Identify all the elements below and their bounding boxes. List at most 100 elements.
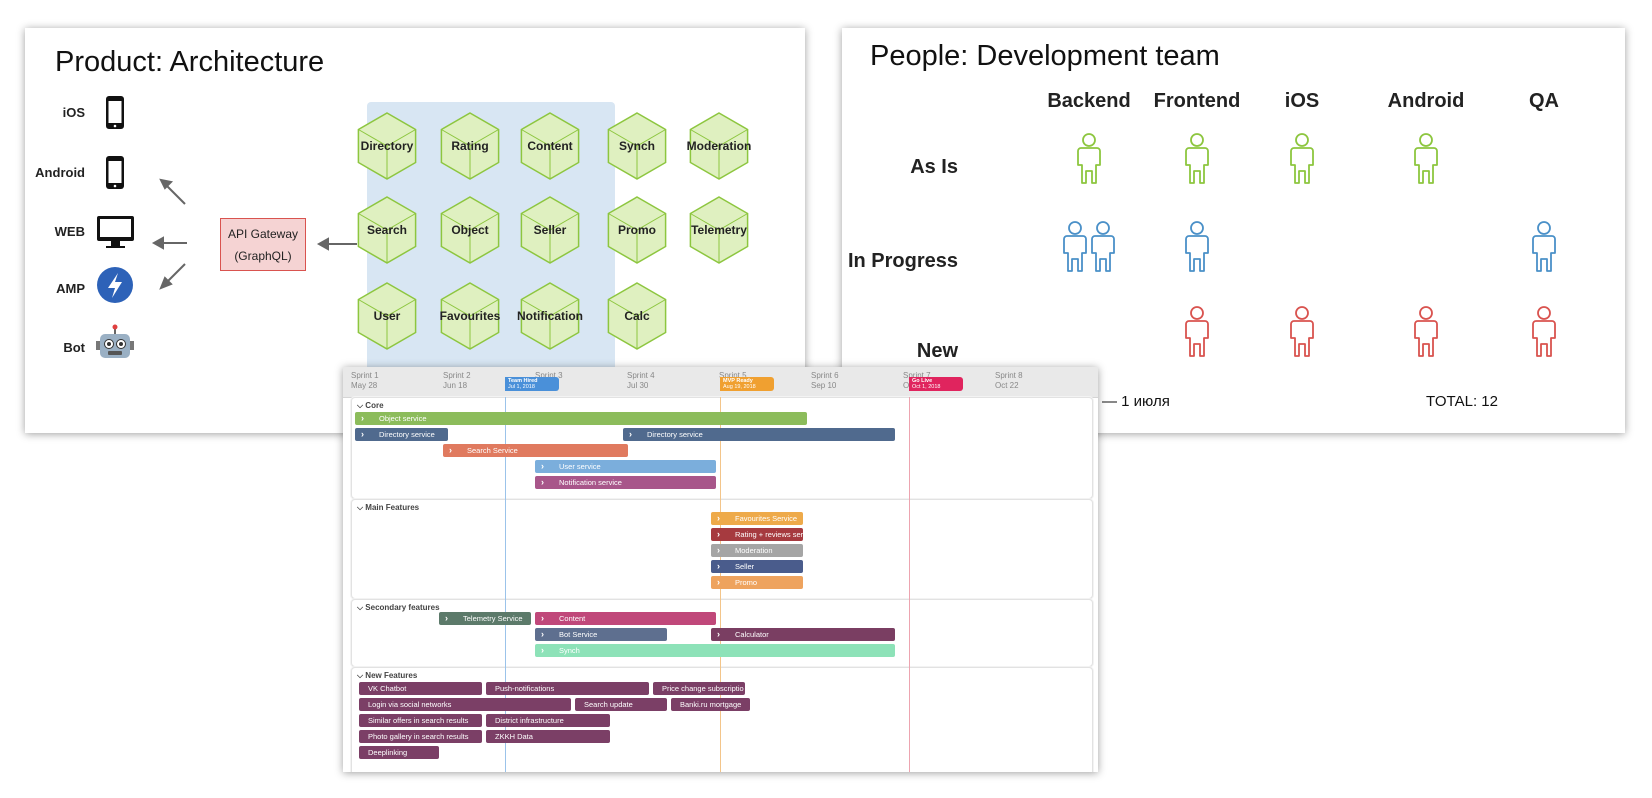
person-icon — [1183, 306, 1211, 363]
person-icon — [1288, 133, 1316, 190]
task-favourites-service[interactable]: ›Favourites Service — [711, 512, 803, 525]
column-header-qa: QA — [1529, 90, 1559, 112]
service-node-search: Search — [357, 196, 417, 264]
task-vk-chatbot[interactable]: VK Chatbot — [359, 682, 482, 695]
column-header-android: Android — [1387, 90, 1465, 112]
service-node-notification: Notification — [517, 282, 583, 350]
people-title: People: Development team — [870, 40, 1220, 72]
client-label-ios: iOS — [62, 105, 85, 120]
phone-icon — [106, 96, 124, 129]
section-title-main-features[interactable]: ⌵ Main Features — [357, 503, 420, 512]
task-promo[interactable]: ›Promo — [711, 576, 803, 589]
service-node-content: Content — [520, 112, 580, 180]
column-header-backend: Backend — [1047, 90, 1131, 112]
client-label-android: Android — [35, 165, 85, 180]
service-label: Rating — [451, 139, 488, 153]
task-deeplinking[interactable]: Deeplinking — [359, 746, 439, 759]
service-node-moderation: Moderation — [687, 112, 752, 180]
service-node-directory: Directory — [357, 112, 417, 180]
gateway-arrows — [151, 178, 357, 290]
milestone-line-team-hired — [505, 397, 506, 772]
task-synch[interactable]: ›Synch — [535, 644, 895, 657]
task-search-update[interactable]: Search update — [575, 698, 667, 711]
task-login-social[interactable]: Login via social networks — [359, 698, 571, 711]
task-banki-mortgage[interactable]: Banki.ru mortgage — [671, 698, 750, 711]
row-header-as-is: As Is — [910, 156, 958, 178]
task-similar-offers[interactable]: Similar offers in search results — [359, 714, 482, 727]
total-count: TOTAL: 12 — [1426, 393, 1498, 410]
service-node-rating: Rating — [440, 112, 500, 180]
service-node-user: User — [357, 282, 417, 350]
client-label-bot: Bot — [63, 340, 85, 355]
task-object-service[interactable]: ›Object service — [355, 412, 807, 425]
section-title-new-features[interactable]: ⌵ New Features — [357, 671, 418, 680]
service-node-promo: Promo — [607, 196, 667, 264]
service-label: Telemetry — [691, 223, 747, 237]
client-label-amp: AMP — [56, 281, 85, 296]
service-node-telemetry: Telemetry — [689, 196, 749, 264]
task-push-notifications[interactable]: Push-notifications — [486, 682, 649, 695]
row-header-new: New — [916, 340, 958, 362]
task-moderation[interactable]: ›Moderation — [711, 544, 803, 557]
person-icon — [1183, 133, 1211, 190]
task-photo-gallery[interactable]: Photo gallery in search results — [359, 730, 482, 743]
client-label-web: WEB — [54, 224, 85, 239]
service-label: Synch — [619, 139, 655, 153]
phone-icon — [106, 156, 124, 189]
column-header-frontend: Frontend — [1153, 90, 1241, 112]
task-district-infrastructure[interactable]: District infrastructure — [486, 714, 610, 727]
person-icon — [1288, 306, 1316, 363]
service-node-favourites: Favourites — [440, 282, 501, 350]
service-label: Calc — [624, 309, 650, 323]
milestone-line-go-live — [909, 397, 910, 772]
task-bot-service[interactable]: ›Bot Service — [535, 628, 667, 641]
task-zkkh-data[interactable]: ZKKH Data — [486, 730, 610, 743]
service-label: Notification — [517, 309, 583, 323]
task-notification-service[interactable]: ›Notification service — [535, 476, 716, 489]
task-price-change-subscription[interactable]: Price change subscriptio — [653, 682, 745, 695]
monitor-icon — [97, 216, 134, 248]
service-label: Moderation — [687, 139, 752, 153]
api-gateway-box: API Gateway (GraphQL) — [220, 218, 306, 271]
row-header-in-progress: In Progress — [847, 250, 958, 272]
service-label: Seller — [534, 223, 567, 237]
task-directory-service-1[interactable]: ›Directory service — [355, 428, 448, 441]
service-label: Search — [367, 223, 407, 237]
task-telemetry-service[interactable]: ›Telemetry Service — [439, 612, 531, 625]
task-search-service[interactable]: ›Search Service — [443, 444, 628, 457]
service-label: Directory — [361, 139, 414, 153]
lightning-icon — [97, 267, 133, 303]
api-gateway-title: API Gateway — [227, 227, 299, 241]
person-icon — [1183, 221, 1211, 278]
hire-date-note: — 1 июля — [1102, 393, 1170, 410]
person-icon — [1530, 221, 1558, 278]
sprint-3: Sprint 3 — [535, 371, 563, 380]
task-directory-service-2[interactable]: ›Directory service — [623, 428, 895, 441]
task-content[interactable]: ›Content — [535, 612, 716, 625]
service-label: Favourites — [440, 309, 501, 323]
task-seller[interactable]: ›Seller — [711, 560, 803, 573]
section-title-core[interactable]: ⌵ Core — [357, 401, 384, 410]
service-node-seller: Seller — [520, 196, 580, 264]
task-user-service[interactable]: ›User service — [535, 460, 716, 473]
person-icon — [1075, 133, 1103, 190]
people-slide: People: Development team Backend Fronten… — [842, 28, 1625, 433]
api-gateway-subtitle: (GraphQL) — [234, 249, 292, 263]
section-title-secondary-features[interactable]: ⌵ Secondary features — [357, 603, 440, 612]
service-label: Object — [451, 223, 488, 237]
task-rating-reviews-service[interactable]: ›Rating + reviews ser — [711, 528, 803, 541]
task-calculator[interactable]: ›Calculator — [711, 628, 895, 641]
robot-icon — [96, 324, 134, 358]
person-icon — [1412, 133, 1440, 190]
architecture-slide: Product: Architecture iOS Android WEB AM… — [25, 28, 805, 433]
